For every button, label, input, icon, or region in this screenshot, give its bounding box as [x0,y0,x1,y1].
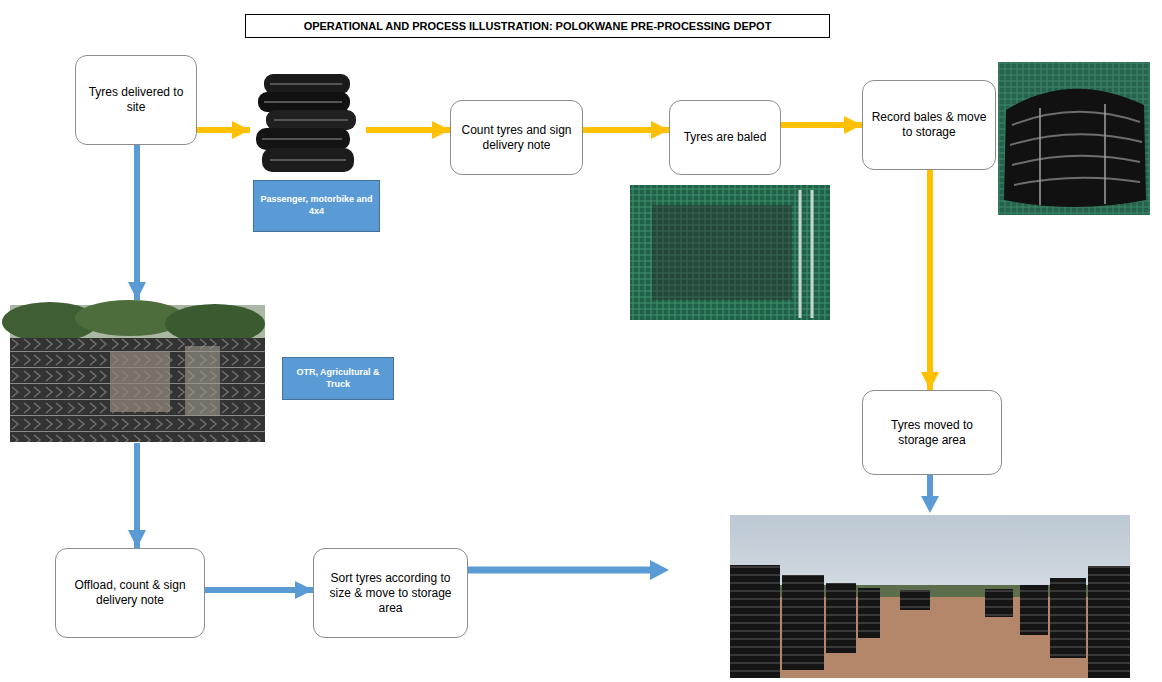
category-label: OTR, Agricultural & Truck [282,357,394,400]
process-box: Record bales & move to storage [862,80,996,170]
baler-post [800,190,812,318]
process-box: Count tyres and sign delivery note [450,100,583,175]
node-text: Sort tyres according to size & move to s… [322,571,459,616]
bale-tyre-edges [1010,112,1142,185]
flow-arrow [927,475,933,497]
node-text: Offload, count & sign delivery note [64,578,196,608]
tyre-stack-picture [256,74,356,172]
otr-tyre-rows [10,338,265,442]
tyre-tread [262,84,348,160]
node-text: OTR, Agricultural & Truck [289,367,387,390]
flow-arrow [205,587,313,593]
tyre-stack [730,565,780,678]
node-text: Record bales & move to storage [871,110,987,140]
tyre-bale [1004,89,1146,207]
baler-frame [630,185,830,320]
process-box: Tyres delivered to site [75,55,197,145]
flow-arrow [134,145,140,548]
node-text: Tyres are baled [684,130,767,145]
process-box: Tyres moved to storage area [862,390,1002,475]
bale-strap [1040,104,1105,205]
storage-yard-picture [730,515,1130,678]
node-text: Passenger, motorbike and 4x4 [260,194,373,217]
worn-tyres [185,346,220,416]
tyre-stack [985,589,1013,617]
flow-arrow [781,122,862,128]
diagram-title: OPERATIONAL AND PROCESS ILLUSTRATION: PO… [304,20,772,32]
tyre-stack [1050,578,1086,658]
title-box: OPERATIONAL AND PROCESS ILLUSTRATION: PO… [245,14,830,38]
flow-arrow [197,127,450,133]
baler-picture [630,185,830,320]
tyre-stack [1088,566,1130,678]
process-box: Sort tyres according to size & move to s… [313,548,468,638]
bale-picture [998,62,1150,215]
tyre-stack [900,590,930,610]
yard-sky [730,515,1130,678]
tyre-stack [1020,585,1048,635]
tyre-stack [826,583,856,653]
tyre-stack [858,588,880,638]
otr-tyres-picture [2,300,265,442]
flow-arrow [927,170,933,390]
baler-chamber [652,205,792,300]
baler-mesh [630,185,830,320]
worn-tyres [110,352,170,412]
flow-arrow [583,127,669,133]
baler-chamber-mesh [652,205,792,300]
process-box: Offload, count & sign delivery note [55,548,205,638]
arrow-head [921,496,939,513]
process-box: Tyres are baled [669,100,781,175]
category-label: Passenger, motorbike and 4x4 [253,180,380,232]
bale-background [998,62,1150,215]
flow-arrow [468,567,652,574]
node-text: Tyres moved to storage area [871,418,993,448]
bale-net [998,62,1150,215]
arrow-head [650,560,669,580]
node-text: Count tyres and sign delivery note [459,123,574,153]
tyre-stack [782,575,824,670]
node-text: Tyres delivered to site [84,85,188,115]
